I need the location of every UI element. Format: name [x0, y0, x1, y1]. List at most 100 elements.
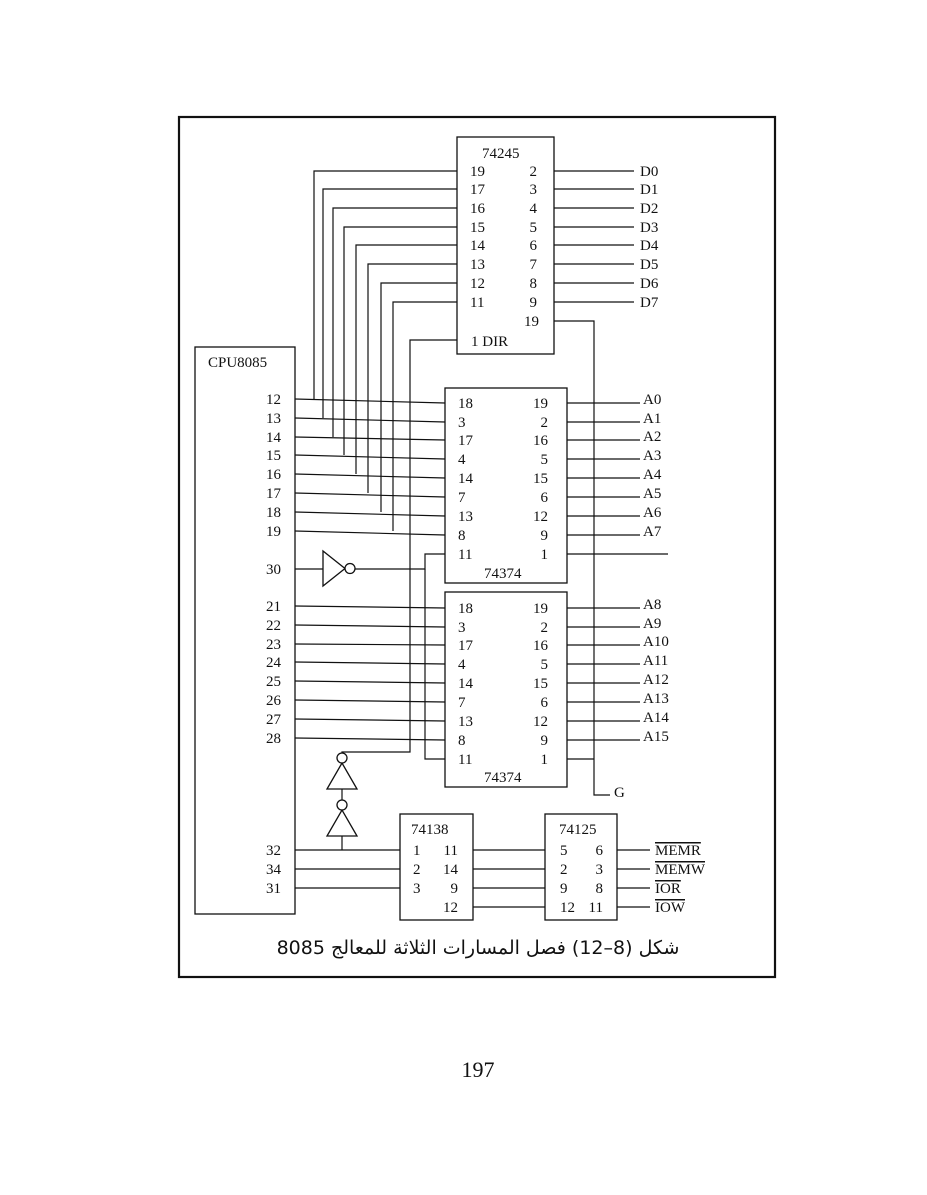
address-signal-label: A4 [643, 467, 662, 483]
wire [332, 207, 457, 437]
cpu-pin-label: 26 [266, 693, 282, 709]
data-signal-label: D0 [640, 164, 658, 180]
data-signal-label: D6 [640, 276, 659, 292]
wire [343, 226, 457, 455]
wire [294, 699, 446, 703]
wire [424, 569, 445, 760]
transceiver-right-pin: 4 [530, 201, 538, 217]
cpu-pin-label: 12 [266, 392, 281, 408]
latch-high-right-pin: 5 [541, 657, 549, 673]
buffer-right-pin: 11 [589, 900, 603, 916]
wire [322, 188, 457, 418]
address-signal-label: A13 [643, 691, 669, 707]
wire [294, 436, 446, 441]
transceiver-right-pin: 5 [530, 220, 538, 236]
wire [294, 680, 446, 684]
wire [294, 511, 446, 517]
control-bus-labels: MEMR MEMW IOR IOW [655, 843, 706, 916]
wire [380, 282, 457, 512]
latch-low-left-pin: 17 [458, 433, 474, 449]
latch-low-right-pin: 16 [533, 433, 549, 449]
wiring [294, 170, 668, 908]
buffer-right-pin: 6 [596, 843, 604, 859]
latch-low-left-pin: 13 [458, 509, 473, 525]
address-signal-label: A11 [643, 653, 668, 669]
address-signal-label: A7 [643, 524, 662, 540]
data-signal-label: D5 [640, 257, 658, 273]
data-signal-label: D2 [640, 201, 658, 217]
latch-high-right-pin: 19 [533, 601, 548, 617]
latch-high-left-pin: 17 [458, 638, 474, 654]
transceiver-name: 74245 [482, 146, 520, 162]
cpu-pin-label: 14 [266, 430, 282, 446]
data-signal-label: D7 [640, 295, 659, 311]
transceiver-left-pin: 13 [470, 257, 485, 273]
latch-low-74374 [444, 387, 568, 584]
inverter-gate [325, 808, 359, 837]
decoder-right-pin: 11 [444, 843, 458, 859]
buffer-right-pin: 3 [596, 862, 604, 878]
address-signal-label: A9 [643, 616, 661, 632]
data-signal-label: D1 [640, 182, 658, 198]
inverter-bubble [344, 562, 356, 575]
transceiver-right-pin: 8 [530, 276, 538, 292]
address-signal-label: A15 [643, 729, 669, 745]
inverter-bubble [336, 752, 348, 764]
control-signal-label: MEMR [655, 843, 701, 859]
latch-low-name: 74374 [484, 566, 522, 582]
wire [294, 454, 446, 460]
transceiver-left-pin: 14 [470, 238, 486, 254]
address-signal-label: A1 [643, 411, 661, 427]
latch-high-right-pin: 15 [533, 676, 548, 692]
cpu-pin-label: 22 [266, 618, 281, 634]
cpu-pin-label: 13 [266, 411, 281, 427]
decoder-right-pin: 12 [443, 900, 458, 916]
latch-low-right-pin: 12 [533, 509, 548, 525]
transceiver-74245 [456, 136, 555, 355]
transceiver-right-pin: 3 [530, 182, 538, 198]
cpu-pin-label: 18 [266, 505, 281, 521]
latch-high-name: 74374 [484, 770, 522, 786]
control-signal-label: IOR [655, 881, 681, 897]
latch-high-right-pin: 2 [541, 620, 549, 636]
wire [341, 339, 457, 753]
wire [294, 605, 446, 609]
buffer-right-pin: 8 [596, 881, 604, 897]
transceiver-left-pin: 11 [470, 295, 484, 311]
address-signal-label: A12 [643, 672, 669, 688]
address-signal-label: A14 [643, 710, 669, 726]
wire [294, 737, 446, 741]
buffer-74125 [544, 813, 618, 921]
cpu-pin-label: 32 [266, 843, 281, 859]
latch-high-left-pin: 13 [458, 714, 473, 730]
cpu-pin-label: 25 [266, 674, 281, 690]
latch-high-right-pin: 6 [541, 695, 549, 711]
latch-low-left-pin: 18 [458, 396, 473, 412]
control-signal-label: IOW [655, 900, 686, 916]
transceiver-right-pin: 2 [530, 164, 538, 180]
buffer-left-pin: 12 [560, 900, 575, 916]
latch-high-right-pin: 12 [533, 714, 548, 730]
wire [294, 530, 446, 536]
latch-high-left-pin: 11 [458, 752, 472, 768]
cpu-pin-label: 34 [266, 862, 282, 878]
address-signal-label: A0 [643, 392, 661, 408]
wire [355, 244, 457, 474]
wire [294, 624, 446, 628]
latch-high-74374 [444, 591, 568, 788]
transceiver-left-pin: 12 [470, 276, 485, 292]
decoder-left-pin: 1 [413, 843, 421, 859]
wire [355, 553, 445, 570]
figure-frame [177, 115, 777, 979]
decoder-right-pin: 14 [443, 862, 459, 878]
latch-high-right-pin: 9 [541, 733, 549, 749]
control-signal-label: MEMW [655, 862, 706, 878]
latch-high-left-pin: 8 [458, 733, 466, 749]
